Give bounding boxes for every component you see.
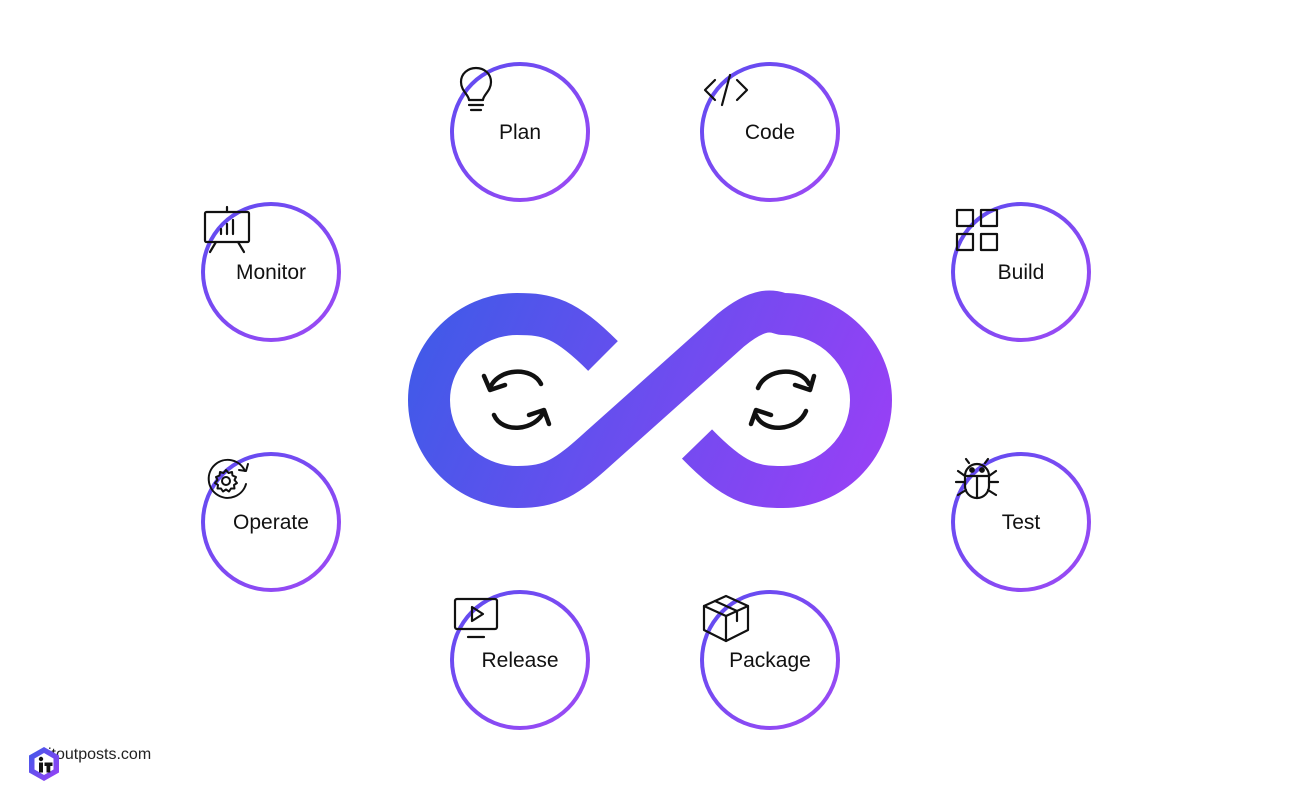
- loop-right-band: [681, 293, 893, 509]
- stage-label: Operate: [233, 511, 309, 534]
- stage-release: Release: [450, 590, 590, 730]
- stage-test: Test: [951, 452, 1091, 592]
- monitor-play-icon: [453, 597, 499, 639]
- sync-arrows-icon: [481, 369, 552, 430]
- stage-operate: Operate: [201, 452, 341, 592]
- stage-build: Build: [951, 202, 1091, 342]
- brand-footer: itoutposts.com: [28, 746, 152, 781]
- stage-label: Monitor: [235, 261, 307, 284]
- stage-label: Build: [997, 261, 1045, 284]
- stage-label: Code: [744, 121, 796, 144]
- stage-label: Plan: [498, 121, 542, 144]
- box-icon: [702, 594, 750, 643]
- code-brackets-icon: [703, 73, 749, 107]
- site-name: itoutposts.com: [48, 746, 152, 763]
- stage-label: Test: [1001, 511, 1041, 534]
- gear-cycle-icon: [207, 458, 249, 499]
- stage-monitor: Monitor: [201, 202, 341, 342]
- sync-arrows-icon: [748, 369, 817, 430]
- itoutposts-logo-icon: [29, 747, 59, 781]
- bug-icon: [954, 457, 1000, 500]
- loop-left-band: [407, 290, 788, 509]
- grid-blocks-icon: [955, 208, 999, 252]
- stage-package: Package: [700, 590, 840, 730]
- lightbulb-icon: [459, 66, 493, 112]
- presentation-chart-icon: [203, 205, 251, 254]
- stage-label: Package: [729, 649, 811, 672]
- stage-label: Release: [481, 649, 559, 672]
- stage-code: Code: [700, 62, 840, 202]
- stage-plan: Plan: [450, 62, 590, 202]
